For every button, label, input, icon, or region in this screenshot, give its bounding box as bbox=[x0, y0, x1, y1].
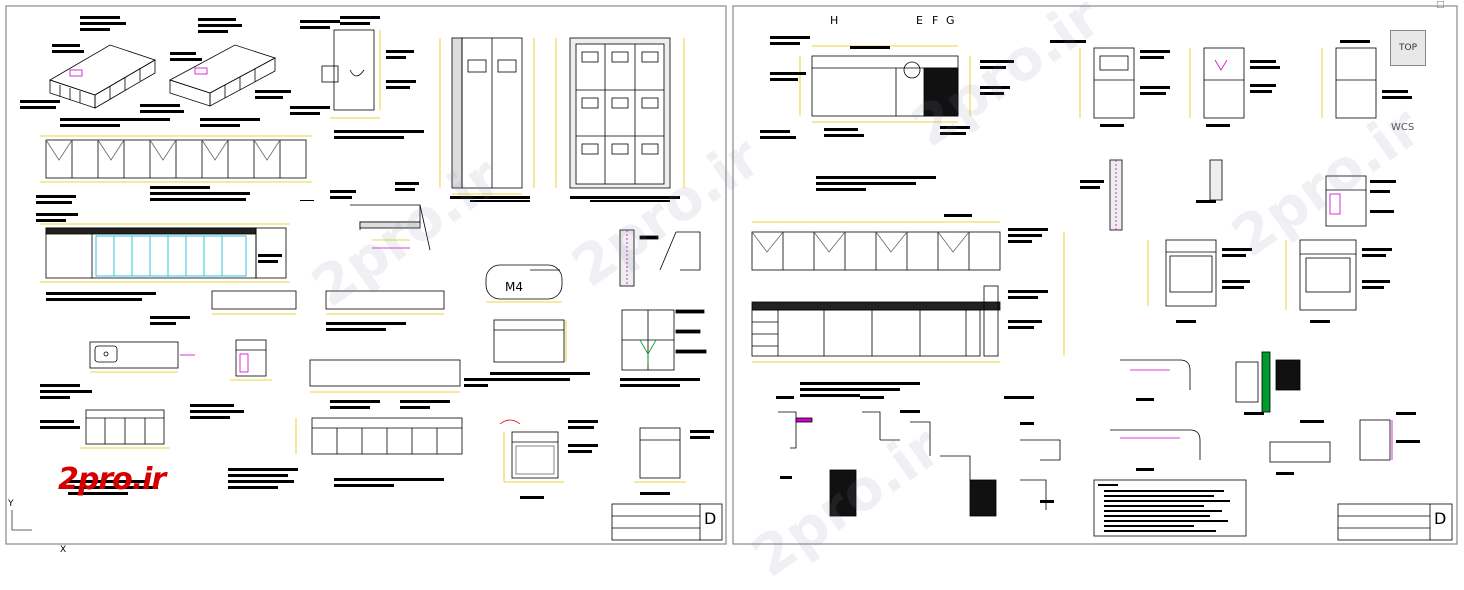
ucs-axis-y: Y bbox=[7, 499, 14, 509]
brand-logo-text: 2pro.ir bbox=[58, 462, 166, 497]
long-counter-plan bbox=[309, 359, 461, 393]
view-cube[interactable]: TOP bbox=[1390, 30, 1426, 66]
left-sheet-frame bbox=[5, 5, 727, 545]
upper-cabinet-elevation-right bbox=[751, 221, 1001, 271]
window-control-icon[interactable]: □ bbox=[1436, 0, 1445, 10]
isometric-counter-2 bbox=[168, 44, 277, 107]
section-mark-e: E bbox=[916, 14, 923, 27]
counter-plan-a bbox=[211, 290, 297, 315]
section-mark-f: F bbox=[932, 14, 938, 27]
annotation-text-blocks bbox=[20, 16, 291, 127]
isometric-counter-1 bbox=[49, 44, 156, 109]
section-mark-g: G bbox=[946, 14, 955, 27]
base-cabinet-front bbox=[80, 409, 170, 449]
upper-cabinet-notes bbox=[36, 186, 250, 222]
ucs-axis-x: X bbox=[60, 545, 66, 554]
locker-grid-elevation bbox=[555, 37, 685, 189]
right-title-block bbox=[1337, 503, 1453, 541]
left-title-block bbox=[611, 503, 723, 541]
sink-plan bbox=[89, 341, 195, 373]
counter-elevation-top bbox=[799, 45, 971, 123]
left-title-block-letter: D bbox=[704, 509, 716, 528]
counter-plan-b bbox=[325, 290, 445, 315]
upper-cabinet-elevation bbox=[40, 135, 312, 183]
ucs-icon bbox=[11, 510, 32, 531]
lower-cabinet-notes bbox=[46, 254, 282, 301]
counter-edge-details bbox=[1110, 351, 1393, 463]
section-mark-h: H bbox=[830, 14, 838, 27]
sink-cabinet-sections bbox=[1079, 47, 1377, 119]
cad-drawing-canvas[interactable]: M4 bbox=[0, 0, 1464, 554]
general-notes-box bbox=[1093, 479, 1247, 537]
lower-cabinet-elevation bbox=[40, 223, 290, 283]
right-sheet-frame bbox=[732, 5, 1458, 545]
lab-bench-section-2 bbox=[634, 427, 686, 483]
wall-section-detail bbox=[619, 229, 701, 287]
cabinet-section-small bbox=[493, 319, 567, 363]
right-title-block-letter: D bbox=[1434, 509, 1446, 528]
base-cabinet-row bbox=[295, 417, 463, 455]
m4-cabinet-plan bbox=[485, 264, 563, 303]
tall-cabinet-section bbox=[439, 37, 535, 195]
base-cabinet-elevation-right bbox=[751, 232, 1065, 363]
wall-section-right bbox=[1109, 159, 1367, 231]
counter-section-detail bbox=[350, 204, 431, 251]
edge-profile-details bbox=[778, 411, 1061, 517]
wcs-indicator[interactable]: WCS bbox=[1391, 122, 1415, 133]
sink-pipe-detail bbox=[321, 29, 381, 119]
cabinet-sections-mid bbox=[1147, 239, 1357, 311]
cabinet-tag-m4: M4 bbox=[505, 280, 523, 294]
detail-small-cabinet bbox=[230, 339, 272, 381]
glass-cabinet-elevation bbox=[621, 309, 707, 371]
lab-bench-section bbox=[499, 419, 564, 483]
